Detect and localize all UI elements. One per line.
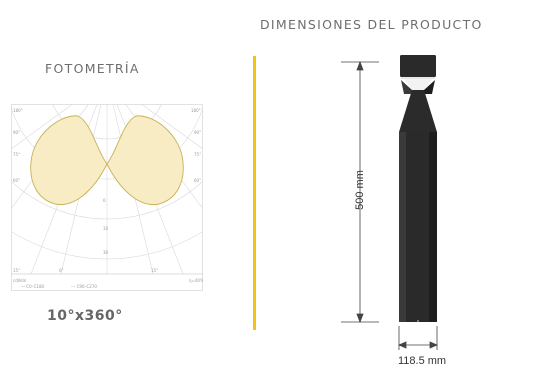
svg-text:60°: 60° [194, 178, 201, 183]
svg-text:90°: 90° [194, 130, 201, 135]
beam-angle-label: 10°x360° [47, 308, 123, 324]
svg-text:10: 10 [103, 226, 109, 231]
photometry-title: FOTOMETRÍA [45, 61, 140, 76]
polar-grid [11, 104, 203, 291]
width-dimension-line [397, 326, 439, 350]
svg-text:15°: 15° [13, 268, 20, 273]
svg-text:--- C90–C270: --- C90–C270 [71, 284, 97, 289]
polar-tick-labels: 180° 180° 90° 90° 75° 75° 60° 60° 0 10 30 15… [13, 108, 203, 289]
dimensions-title: DIMENSIONES DEL PRODUCTO [260, 17, 483, 32]
svg-text:180°: 180° [191, 108, 201, 113]
svg-text:0°: 0° [59, 268, 64, 273]
bollard-light [399, 55, 437, 322]
svg-text:— C0–C180: — C0–C180 [21, 284, 44, 289]
width-dimension-label: 118.5 mm [398, 355, 447, 367]
product-drawing [341, 55, 439, 350]
svg-text:0: 0 [103, 198, 106, 203]
svg-text:60°: 60° [13, 178, 20, 183]
photometry-polar-diagram: 180° 180° 90° 90° 75° 75° 60° 60° 0 10 30 15… [11, 104, 203, 291]
svg-text:180°: 180° [13, 108, 23, 113]
svg-text:30: 30 [103, 250, 109, 255]
light-distribution-lobes [30, 115, 184, 206]
svg-text:75°: 75° [194, 152, 201, 157]
svg-text:90°: 90° [13, 130, 20, 135]
height-dimension-line [341, 60, 379, 324]
svg-text:15°: 15° [151, 268, 158, 273]
height-dimension-label: 500 mm [354, 170, 366, 210]
svg-text:cd/klm: cd/klm [13, 278, 27, 283]
yellow-divider [253, 56, 256, 330]
svg-text:75°: 75° [13, 152, 20, 157]
svg-text:η=40%: η=40% [189, 278, 203, 283]
